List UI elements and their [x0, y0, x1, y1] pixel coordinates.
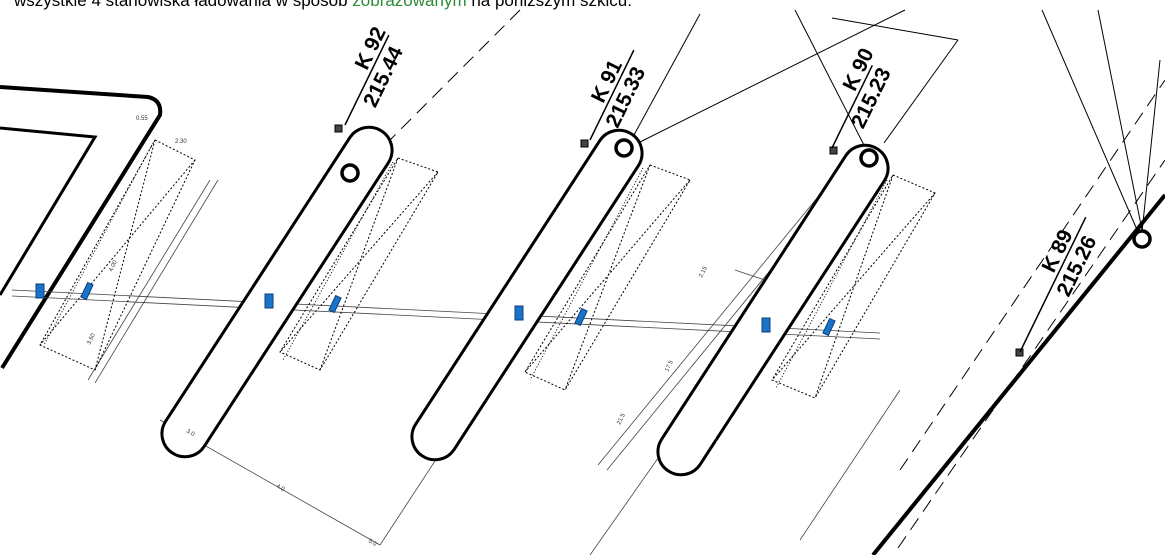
dim-label: 4.00: [108, 259, 119, 273]
building-outline: [0, 85, 163, 370]
header-text: wszystkie 4 stanowiska ładowania w sposó…: [13, 0, 632, 10]
header-prefix: wszystkie 4 stanowiska ładowania w sposó…: [13, 0, 352, 10]
header-suffix: na poniższym szkicu:: [467, 0, 632, 10]
island-k90: [656, 143, 890, 477]
dim-label: 4.0: [275, 484, 286, 494]
port-k91: [614, 138, 634, 158]
leader-lines: [379, 9, 1161, 233]
port-k89: [1132, 229, 1152, 249]
dim-label: 2.30: [175, 139, 187, 145]
bay-label-k90: K 90 215.23: [831, 45, 896, 149]
bay-box-1: [771, 174, 936, 399]
port-k90: [859, 148, 879, 168]
blue-markers: [35, 281, 836, 337]
dimension-labels: 0.55 2.30 4.00 3.50 2.15 3.0 4.0 5.0 17.…: [86, 116, 709, 548]
dim-label: 2.15: [698, 265, 709, 279]
ports: [340, 138, 1152, 249]
bay-box-3: [279, 157, 439, 371]
dim-label: 0.55: [136, 116, 148, 122]
port-k92: [340, 163, 360, 183]
hatch-strips: [43, 144, 888, 389]
island-k92: [160, 125, 394, 459]
bay-box-2: [524, 164, 691, 391]
header-highlight: zobrazowanym: [352, 0, 466, 10]
bay-box-4: [39, 139, 196, 371]
bay-label-k92: K 92 215.44: [344, 23, 408, 126]
dim-label: 21.5: [616, 412, 627, 426]
dim-label: 3.0: [185, 429, 196, 439]
dashed-guides: [897, 79, 1165, 549]
dim-label: 3.50: [86, 332, 97, 346]
dim-label: 5.0: [367, 539, 378, 549]
label-markers: [334, 124, 1024, 357]
dim-label: 17.5: [664, 359, 675, 373]
road-edge: [871, 193, 1165, 555]
island-k91: [410, 128, 644, 462]
